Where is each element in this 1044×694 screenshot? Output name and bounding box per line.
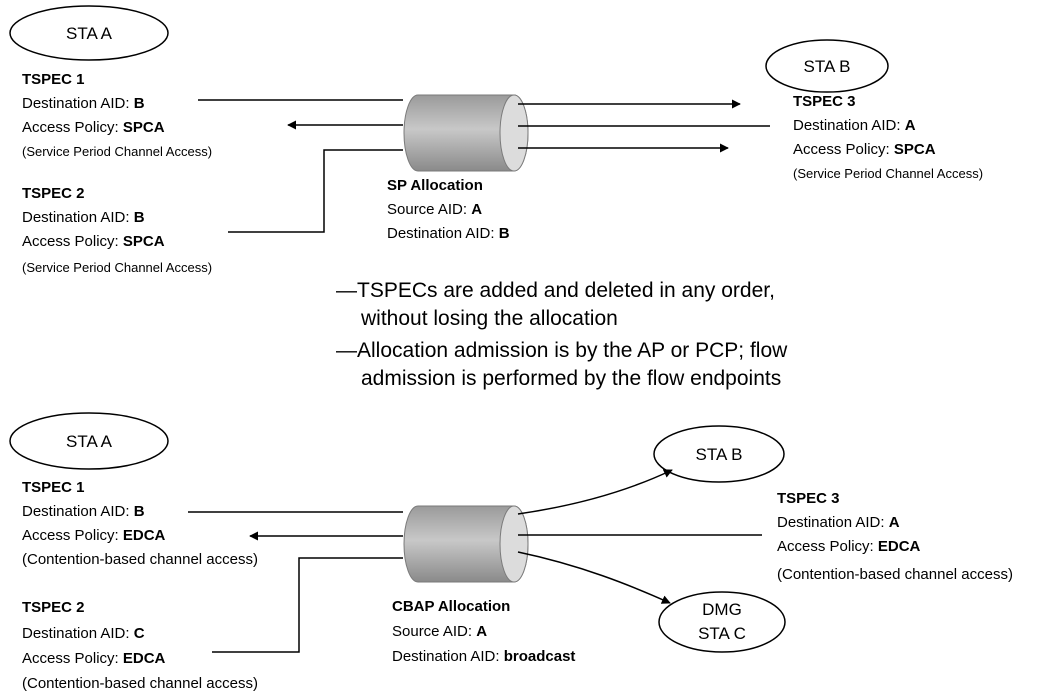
bottom-tspec2-note: (Contention-based channel access): [22, 675, 258, 692]
bottom-tspec2-policy: Access Policy: EDCA: [22, 650, 166, 667]
bottom-flow-arrow-sta-c: [517, 551, 671, 604]
top-sta-b-node: STA B: [765, 39, 889, 93]
top-tspec1-note: (Service Period Channel Access): [22, 144, 212, 159]
top-tspec2: TSPEC 2 Destination AID: B Access Policy…: [22, 185, 212, 275]
bottom-tspec3-note: (Contention-based channel access): [777, 566, 1013, 583]
bottom-tspec3: TSPEC 3 Destination AID: A Access Policy…: [777, 490, 1013, 583]
top-alloc-source: Source AID: A: [387, 201, 482, 218]
bottom-sta-b-label: STA B: [696, 445, 743, 464]
top-tspec3-dest: Destination AID: A: [793, 117, 916, 134]
top-tspec3: TSPEC 3 Destination AID: A Access Policy…: [793, 93, 983, 181]
bottom-sta-c-node: DMG STA C: [658, 591, 786, 653]
bottom-tspec1-dest: Destination AID: B: [22, 503, 145, 520]
bottom-tspec2: TSPEC 2 Destination AID: C Access Policy…: [22, 599, 258, 692]
top-tspec2-connector: [228, 149, 403, 233]
note-line-4: admission is performed by the flow endpo…: [361, 367, 781, 390]
bottom-tspec2-dest: Destination AID: C: [22, 625, 145, 642]
bottom-alloc-title: CBAP Allocation: [392, 598, 510, 615]
top-sta-a-label: STA A: [66, 24, 113, 43]
top-tspec3-title: TSPEC 3: [793, 93, 856, 110]
bottom-tspec3-dest: Destination AID: A: [777, 514, 900, 531]
top-tspec2-title: TSPEC 2: [22, 185, 85, 202]
bottom-sta-c-label-line1: DMG: [702, 600, 742, 619]
top-alloc-title: SP Allocation: [387, 177, 483, 194]
bottom-tspec2-connector: [212, 557, 403, 653]
note-line-1: —TSPECs are added and deleted in any ord…: [336, 279, 775, 302]
top-tspec2-note: (Service Period Channel Access): [22, 260, 212, 275]
bottom-sta-a-label: STA A: [66, 432, 113, 451]
bottom-sta-b-node: STA B: [653, 425, 785, 483]
top-tspec3-policy: Access Policy: SPCA: [793, 141, 936, 158]
top-allocation-cylinder: [403, 94, 529, 172]
bottom-sta-c-label-line2: STA C: [698, 624, 746, 643]
bottom-tspec1-title: TSPEC 1: [22, 479, 85, 496]
bottom-tspec1-policy: Access Policy: EDCA: [22, 527, 166, 544]
bottom-sta-a-node: STA A: [9, 412, 169, 470]
bottom-allocation-info: CBAP Allocation Source AID: A Destinatio…: [392, 598, 575, 665]
bottom-alloc-source: Source AID: A: [392, 623, 487, 640]
bottom-alloc-dest: Destination AID: broadcast: [392, 648, 575, 665]
bottom-tspec1-note: (Contention-based channel access): [22, 551, 258, 568]
top-tspec3-note: (Service Period Channel Access): [793, 166, 983, 181]
top-tspec2-policy: Access Policy: SPCA: [22, 233, 165, 250]
bottom-section: STA A STA B DMG STA C TSPEC 1 Destinatio…: [9, 412, 1013, 692]
bottom-tspec2-title: TSPEC 2: [22, 599, 85, 616]
top-allocation-info: SP Allocation Source AID: A Destination …: [387, 177, 510, 242]
bottom-allocation-cylinder: [403, 505, 529, 583]
top-tspec2-dest: Destination AID: B: [22, 209, 145, 226]
note-line-3: —Allocation admission is by the AP or PC…: [336, 339, 788, 362]
bottom-tspec3-policy: Access Policy: EDCA: [777, 538, 921, 555]
bottom-tspec3-title: TSPEC 3: [777, 490, 840, 507]
notes: —TSPECs are added and deleted in any ord…: [336, 279, 788, 390]
top-sta-b-label: STA B: [804, 57, 851, 76]
bottom-tspec1: TSPEC 1 Destination AID: B Access Policy…: [22, 479, 258, 568]
top-tspec1-policy: Access Policy: SPCA: [22, 119, 165, 136]
top-tspec1-dest: Destination AID: B: [22, 95, 145, 112]
top-sta-a-node: STA A: [9, 5, 169, 61]
top-section: STA A STA B TSPEC 1 Destination AID: B A…: [9, 5, 983, 275]
bottom-flow-arrow-sta-b: [517, 469, 673, 515]
top-tspec1: TSPEC 1 Destination AID: B Access Policy…: [22, 71, 212, 159]
top-tspec1-title: TSPEC 1: [22, 71, 85, 88]
note-line-2: without losing the allocation: [360, 307, 618, 330]
top-alloc-dest: Destination AID: B: [387, 225, 510, 242]
